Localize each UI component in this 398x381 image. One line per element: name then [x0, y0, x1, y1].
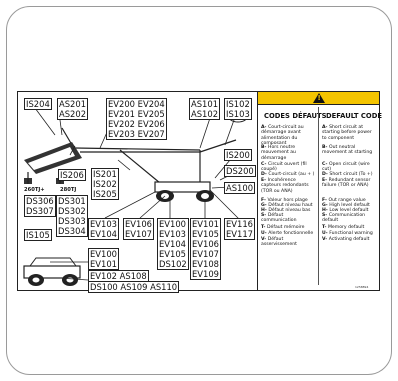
code-ev102-row: EV102 AS108: [88, 270, 149, 282]
code-ev106-group: EV106 EV107: [123, 218, 155, 240]
legend-fr-item: A- Court-circuit au démarrage avant alim…: [261, 125, 304, 147]
legend-fr-item: V- Défaut asservissement: [261, 237, 297, 248]
panel-divider: [257, 92, 258, 290]
code-as201-group: AS201 AS202: [57, 98, 89, 120]
legend-fr-item: F- Valeur hors plage: [261, 198, 308, 203]
code-is206: IS206: [58, 169, 86, 181]
code-ev200-group: EV200 EV204 EV201 EV205 EV202 EV206 EV20…: [106, 98, 167, 140]
code-ds306-group: DS306 DS307: [24, 195, 56, 217]
legend-en-item: A- Short circuit at starting before powe…: [322, 125, 372, 141]
legend-en-item: S- Communication default: [322, 213, 366, 224]
legend-fr-item: T- Défaut mémoire: [261, 225, 305, 230]
legend-fr-item: D- Court-circuit (au + ): [261, 172, 315, 177]
legend-fr-item: C- Circuit ouvert (fil coupé): [261, 162, 307, 173]
code-is204: IS204: [24, 98, 52, 110]
warning-triangle-icon: !: [313, 93, 325, 103]
code-ds200: DS200: [224, 165, 256, 177]
code-is102-group: IS102 IS103: [224, 98, 252, 120]
code-ev100-lower: EV100 EV101: [88, 248, 120, 270]
code-ds301-group: DS301 DS302 DS303 DS304: [56, 195, 88, 237]
warning-banner: !: [258, 92, 379, 105]
legend-fr-item: E- Incohérence capteurs redondants (TOR …: [261, 178, 309, 194]
legend-fr-item: H- Défaut niveau bas: [261, 208, 311, 213]
legend-fr-item: G- Défaut niveau haut: [261, 203, 313, 208]
legend-en-item: E- Redundant sensor failure (TOR or ANA): [322, 178, 371, 189]
legend-fr-item: B- Hors neutre mouvement au démarrage: [261, 145, 296, 161]
legend-en-item: G- High level default: [322, 203, 370, 208]
code-ev103-group: EV103 EV104: [88, 218, 120, 240]
code-is200: IS200: [224, 149, 252, 161]
code-ev116-group: EV116 EV117: [224, 218, 256, 240]
legend-en-item: H- Low level default: [322, 208, 369, 213]
legend-en-item: D- Short circuit (To +): [322, 172, 373, 177]
legend-fr-item: U- Alerte fonctionnelle: [261, 231, 314, 236]
legend-en-item: C- Open circuit (wire cut): [322, 162, 370, 173]
code-is201-group: IS201 IS202 IS205: [91, 168, 119, 200]
part-number: 1258894: [355, 285, 369, 289]
code-ds100-row: DS100 AS109 AS110: [88, 281, 180, 293]
code-ev100-group: EV100 EV103 EV104 EV105 DS102: [157, 218, 189, 270]
legend-en-item: F- Out range value: [322, 198, 366, 203]
jack-tag-left: 260TJ+: [24, 187, 45, 193]
legend-en-item: V- Activating default: [322, 237, 370, 242]
legend-column-rule: [318, 107, 319, 285]
jack-tag-right: 280TJ: [60, 187, 77, 193]
legend-en-item: U- Functional warning: [322, 231, 373, 236]
code-as100: AS100: [224, 182, 256, 194]
code-ev101-group: EV101 EV105 EV106 EV107 EV108 EV109: [190, 218, 222, 280]
legend-fr-item: S- Défaut communication: [261, 213, 297, 224]
header-en: DEFAULT CODE: [326, 112, 382, 120]
code-as101-group: AS101 AS102: [189, 98, 221, 120]
legend-en-item: T- Memory default: [322, 225, 365, 230]
code-is105: IS105: [24, 229, 52, 241]
legend-en-item: B- Out neutral movement at starting: [322, 145, 373, 156]
header-fr: CODES DÉFAUTS: [264, 112, 327, 120]
